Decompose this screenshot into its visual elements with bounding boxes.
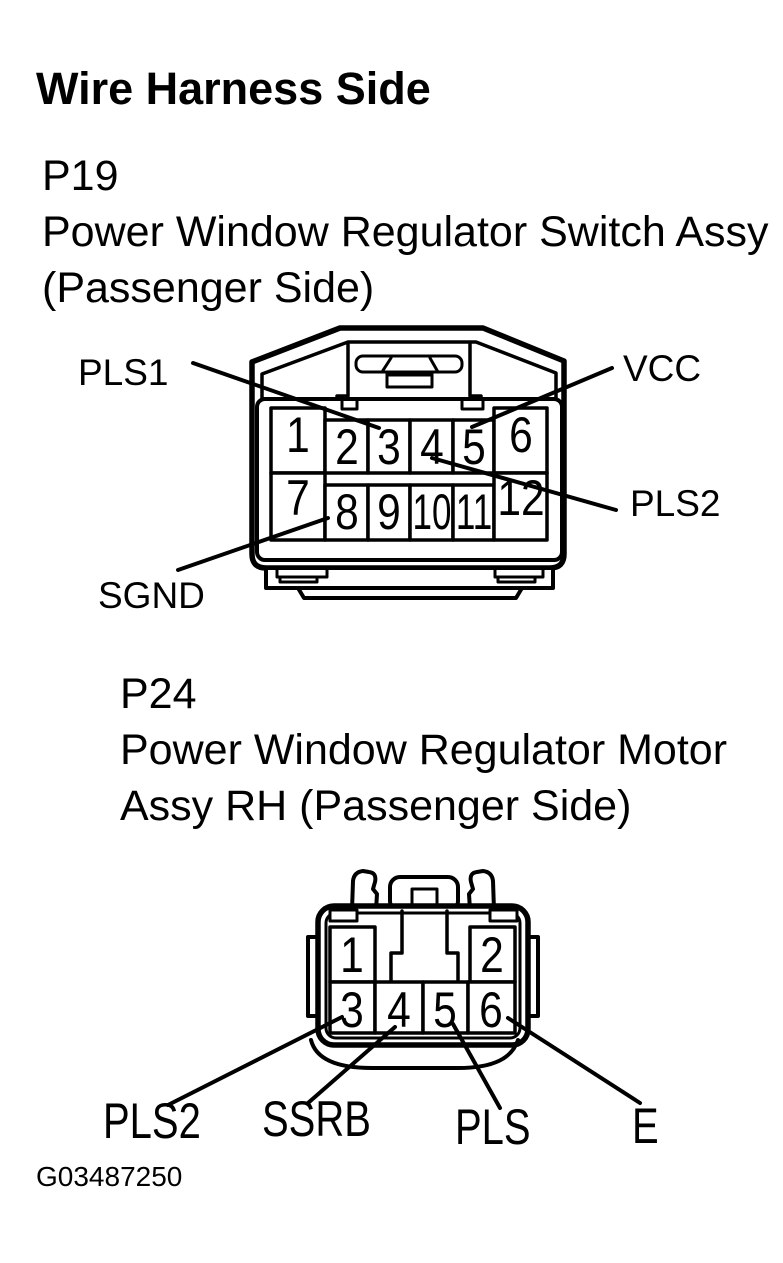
p19-connector-drawing	[176, 325, 618, 600]
p24-pin-5: 5	[433, 982, 457, 1038]
p24-pin-6: 6	[479, 982, 503, 1038]
page-title: Wire Harness Side	[36, 63, 431, 114]
p19-connector-name-2: (Passenger Side)	[42, 264, 375, 312]
p24-pin-2: 2	[480, 927, 504, 983]
p24-connector-name: Power Window Regulator Motor	[120, 726, 728, 774]
p19-cap-inner-line	[260, 340, 558, 400]
p24-right-prong	[467, 869, 496, 912]
p19-pin-grid	[269, 406, 549, 542]
p24-latch-bases	[328, 908, 519, 923]
p24-lock-channel	[389, 909, 460, 983]
p24-leader-e	[506, 1016, 642, 1105]
p19-header: P19 Power Window Regulator Switch Assy (…	[42, 148, 769, 316]
p24-leader-pls	[451, 1022, 502, 1110]
p24-connector-name-2: Assy RH (Passenger Side)	[120, 782, 632, 830]
p24-label-e: E	[632, 1098, 659, 1154]
p19-pin-12: 12	[497, 470, 545, 526]
p24-body-inner	[324, 911, 522, 1040]
p24-pin-3: 3	[340, 982, 364, 1038]
p24-connector-id: P24	[120, 670, 197, 718]
p19-connector-id: P19	[42, 152, 119, 200]
p19-leader-pls2	[430, 456, 618, 512]
p19-bottom-flange	[264, 566, 555, 600]
p24-pin-1: 1	[340, 927, 364, 983]
p19-connector-name: Power Window Regulator Switch Assy	[42, 208, 769, 256]
p19-leader-sgnd	[176, 516, 330, 572]
p19-label-pls1: PLS1	[78, 352, 169, 393]
p19-leader-vcc	[470, 366, 614, 429]
figure-id: G03487250	[36, 1161, 183, 1192]
p19-pin-6: 6	[509, 407, 533, 463]
p24-label-pls2: PLS2	[103, 1093, 201, 1149]
p24-header: P24 Power Window Regulator Motor Assy RH…	[120, 666, 727, 834]
p19-pin-9: 9	[377, 484, 401, 540]
p19-housing-notches	[340, 397, 485, 411]
p19-pin-7: 7	[286, 470, 310, 526]
p24-pin-grid	[328, 925, 517, 1035]
p19-pin-10: 10	[412, 484, 452, 540]
p24-connector-drawing	[166, 869, 642, 1110]
p19-pin-2: 2	[335, 419, 359, 475]
p19-pin-4: 4	[420, 419, 444, 475]
p19-label-pls2: PLS2	[630, 483, 721, 524]
p19-pin-11: 11	[455, 484, 493, 540]
p24-label-pls: PLS	[455, 1099, 531, 1155]
p24-lock-tab	[388, 875, 460, 913]
p24-bottom-skirt	[309, 1038, 520, 1070]
p24-left-prong	[350, 869, 379, 912]
p19-label-vcc: VCC	[623, 348, 702, 389]
p24-pin-4: 4	[387, 982, 411, 1038]
p24-leader-pls2	[166, 1015, 344, 1107]
p19-pin-3: 3	[377, 419, 401, 475]
p19-leader-pls1	[191, 361, 381, 430]
p19-lock-tab	[354, 354, 464, 389]
p19-label-sgnd: SGND	[98, 575, 205, 616]
p24-side-bumps	[306, 935, 540, 1018]
p24-leader-ssrb	[306, 1025, 397, 1105]
p19-pin-1: 1	[286, 407, 310, 463]
p24-label-ssrb: SSRB	[262, 1091, 371, 1147]
p19-pin-8: 8	[335, 484, 359, 540]
p19-pin-5: 5	[462, 419, 486, 475]
